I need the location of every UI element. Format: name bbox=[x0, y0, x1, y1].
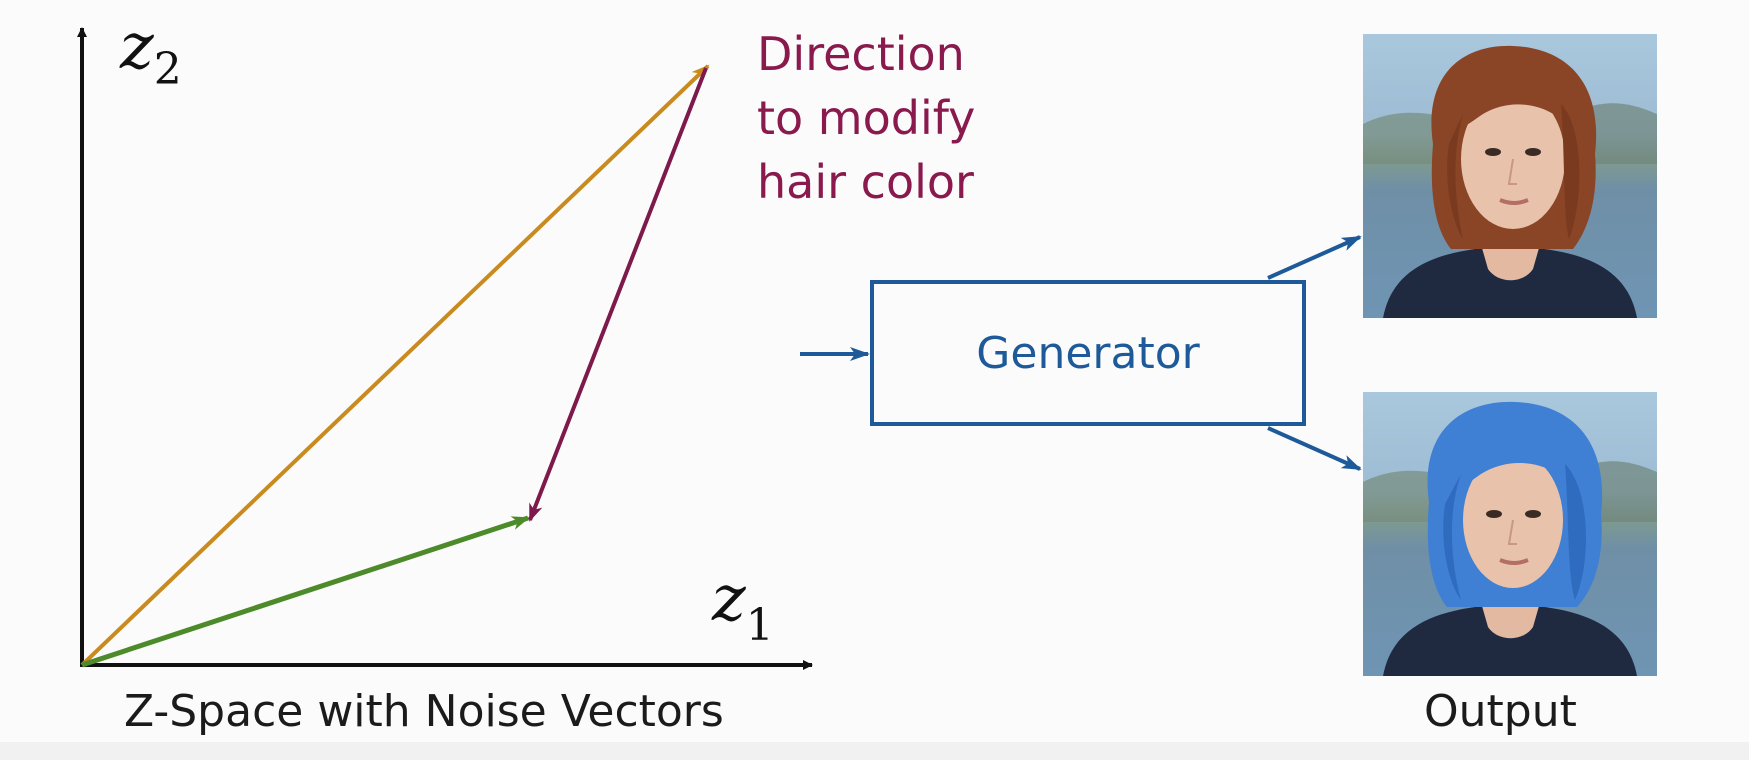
bottom-strip bbox=[0, 742, 1749, 760]
y-axis-label: z2 bbox=[119, 10, 182, 95]
x-axis-label: z1 bbox=[711, 562, 774, 651]
z-space-caption: Z-Space with Noise Vectors bbox=[124, 686, 724, 737]
woman-red-hair-image bbox=[1363, 34, 1657, 318]
direction-label-line-2: to modify bbox=[757, 86, 975, 150]
modified-noise-vector bbox=[82, 66, 708, 665]
direction-label-line-3: hair color bbox=[757, 150, 975, 214]
direction-vector bbox=[530, 68, 706, 520]
original-noise-vector bbox=[82, 518, 528, 665]
direction-label-line-1: Direction bbox=[757, 22, 975, 86]
output-arrow-top bbox=[1268, 237, 1360, 278]
output-arrow-bottom bbox=[1268, 428, 1360, 469]
direction-label: Direction to modify hair color bbox=[757, 22, 975, 214]
generator-label: Generator bbox=[976, 328, 1199, 379]
output-caption: Output bbox=[1424, 686, 1577, 737]
generator-box: Generator bbox=[870, 280, 1306, 426]
woman-blue-hair-image bbox=[1363, 392, 1657, 676]
